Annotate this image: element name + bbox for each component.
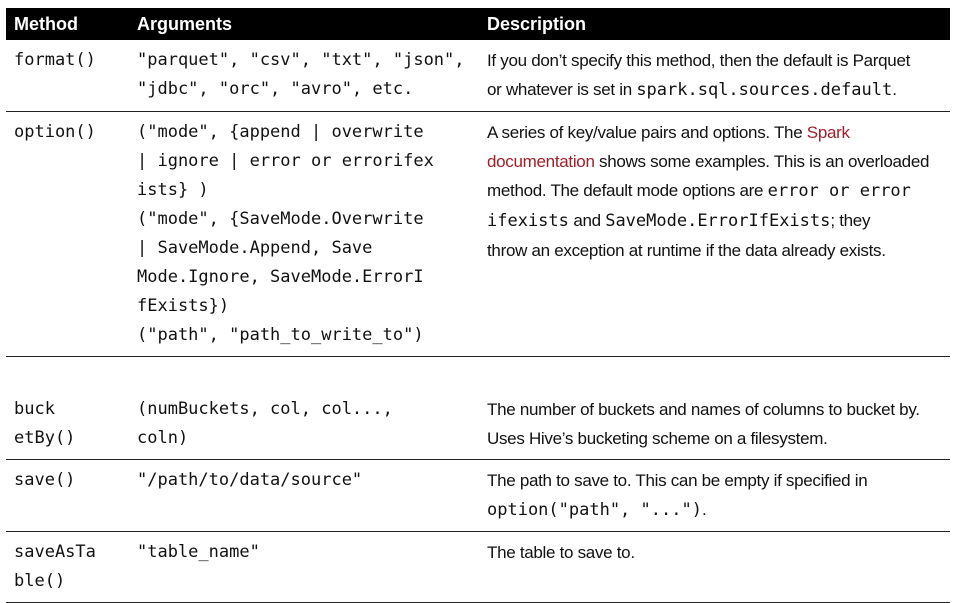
description-line: method. The default mode options are err… bbox=[487, 176, 944, 206]
method-name: format() bbox=[14, 50, 96, 70]
description-cell: The number of buckets and names of colum… bbox=[479, 356, 950, 460]
description-text: ; they bbox=[830, 211, 871, 230]
description-line: option("path", "..."). bbox=[487, 495, 944, 525]
description-line: A series of key/value pairs and options.… bbox=[487, 118, 944, 147]
arguments-line: | ignore | error or errorifex bbox=[137, 151, 434, 171]
description-text: or whatever is set in bbox=[487, 80, 637, 99]
description-text: and bbox=[568, 211, 606, 230]
table-header-row: Method Arguments Description bbox=[6, 8, 950, 40]
description-text: . bbox=[701, 500, 707, 519]
arguments-line: ("mode", {append | overwrite bbox=[137, 122, 424, 142]
method-cell: buck etBy() bbox=[6, 356, 129, 460]
description-cell: A series of key/value pairs and options.… bbox=[479, 111, 950, 357]
method-cell: option() bbox=[6, 111, 129, 357]
header-method: Method bbox=[6, 8, 129, 40]
arguments-line: coln) bbox=[137, 428, 189, 448]
header-description: Description bbox=[479, 8, 950, 40]
description-text: . bbox=[892, 80, 897, 99]
table-row: format() "parquet", "csv", "txt", "json"… bbox=[6, 40, 950, 112]
table-row: save() "/path/to/data/source" The path t… bbox=[6, 459, 950, 532]
arguments-line: "table_name" bbox=[137, 542, 260, 562]
arguments-line: ists} ) bbox=[137, 180, 209, 200]
arguments-line: (numBuckets, col, col..., bbox=[137, 399, 393, 419]
description-text: throw an exception at runtime if the dat… bbox=[487, 241, 886, 260]
arguments-line: Mode.Ignore, SaveMode.ErrorI bbox=[137, 267, 424, 287]
description-text: A series of key/value pairs and options.… bbox=[487, 123, 807, 142]
table-row: buck etBy() (numBuckets, col, col..., co… bbox=[6, 356, 950, 460]
arguments-line: "/path/to/data/source" bbox=[137, 470, 363, 490]
arguments-cell: (numBuckets, col, col..., coln) bbox=[129, 356, 479, 460]
description-text: The table to save to. bbox=[487, 543, 635, 562]
description-text: method. The default mode options are bbox=[487, 181, 768, 200]
spark-documentation-link[interactable]: Spark bbox=[806, 123, 850, 142]
arguments-cell: ("mode", {append | overwrite | ignore | … bbox=[129, 111, 479, 357]
arguments-line: | SaveMode.Append, Save bbox=[137, 238, 373, 258]
method-cell: save() bbox=[6, 459, 129, 532]
arguments-cell: "parquet", "csv", "txt", "json", "jdbc",… bbox=[129, 40, 479, 112]
method-name: ble() bbox=[14, 571, 66, 591]
arguments-line: "parquet", "csv", "txt", "json", bbox=[137, 50, 465, 70]
description-line: ifexists and SaveMode.ErrorIfExists; the… bbox=[487, 206, 944, 236]
method-cell: format() bbox=[6, 40, 129, 112]
description-text: If you don’t specify this method, then t… bbox=[487, 51, 911, 70]
method-cell: saveAsTa ble() bbox=[6, 531, 129, 603]
dataframewriter-methods-table: Method Arguments Description format() "p… bbox=[6, 8, 950, 603]
arguments-line: fExists}) bbox=[137, 296, 230, 316]
description-text: The number of buckets and names of colum… bbox=[487, 400, 920, 419]
arguments-line: ("path", "path_to_write_to") bbox=[137, 325, 424, 345]
description-text: shows some examples. This is an overload… bbox=[594, 152, 930, 171]
description-text: Uses Hive’s bucketing scheme on a filesy… bbox=[487, 429, 828, 448]
description-cell: The table to save to. bbox=[479, 531, 950, 603]
description-cell: The path to save to. This can be empty i… bbox=[479, 459, 950, 532]
table-row: saveAsTa ble() "table_name" The table to… bbox=[6, 531, 950, 603]
description-cell: If you don’t specify this method, then t… bbox=[479, 40, 950, 112]
method-name: saveAsTa bbox=[14, 542, 96, 562]
method-name: etBy() bbox=[14, 428, 76, 448]
description-text: The path to save to. This can be empty i… bbox=[487, 471, 868, 490]
spark-documentation-link[interactable]: documentation bbox=[487, 152, 595, 171]
description-line: or whatever is set in spark.sql.sources.… bbox=[487, 75, 944, 105]
method-name: save() bbox=[14, 470, 76, 490]
arguments-cell: "/path/to/data/source" bbox=[129, 459, 479, 532]
header-arguments: Arguments bbox=[129, 8, 479, 40]
inline-code: ifexists bbox=[487, 211, 569, 231]
method-name: buck bbox=[14, 399, 55, 419]
description-line: documentation shows some examples. This … bbox=[487, 147, 944, 176]
arguments-line: ("mode", {SaveMode.Overwrite bbox=[137, 209, 424, 229]
table-row: option() ("mode", {append | overwrite | … bbox=[6, 111, 950, 357]
inline-code: spark.sql.sources.default bbox=[636, 80, 893, 100]
inline-code: SaveMode.ErrorIfExists bbox=[605, 211, 831, 231]
arguments-line: "jdbc", "orc", "avro", etc. bbox=[137, 79, 414, 99]
inline-code: error or error bbox=[767, 181, 911, 201]
arguments-cell: "table_name" bbox=[129, 531, 479, 603]
method-name: option() bbox=[14, 122, 96, 142]
inline-code: option("path", "...") bbox=[487, 500, 702, 520]
document-page: Method Arguments Description format() "p… bbox=[6, 8, 950, 603]
